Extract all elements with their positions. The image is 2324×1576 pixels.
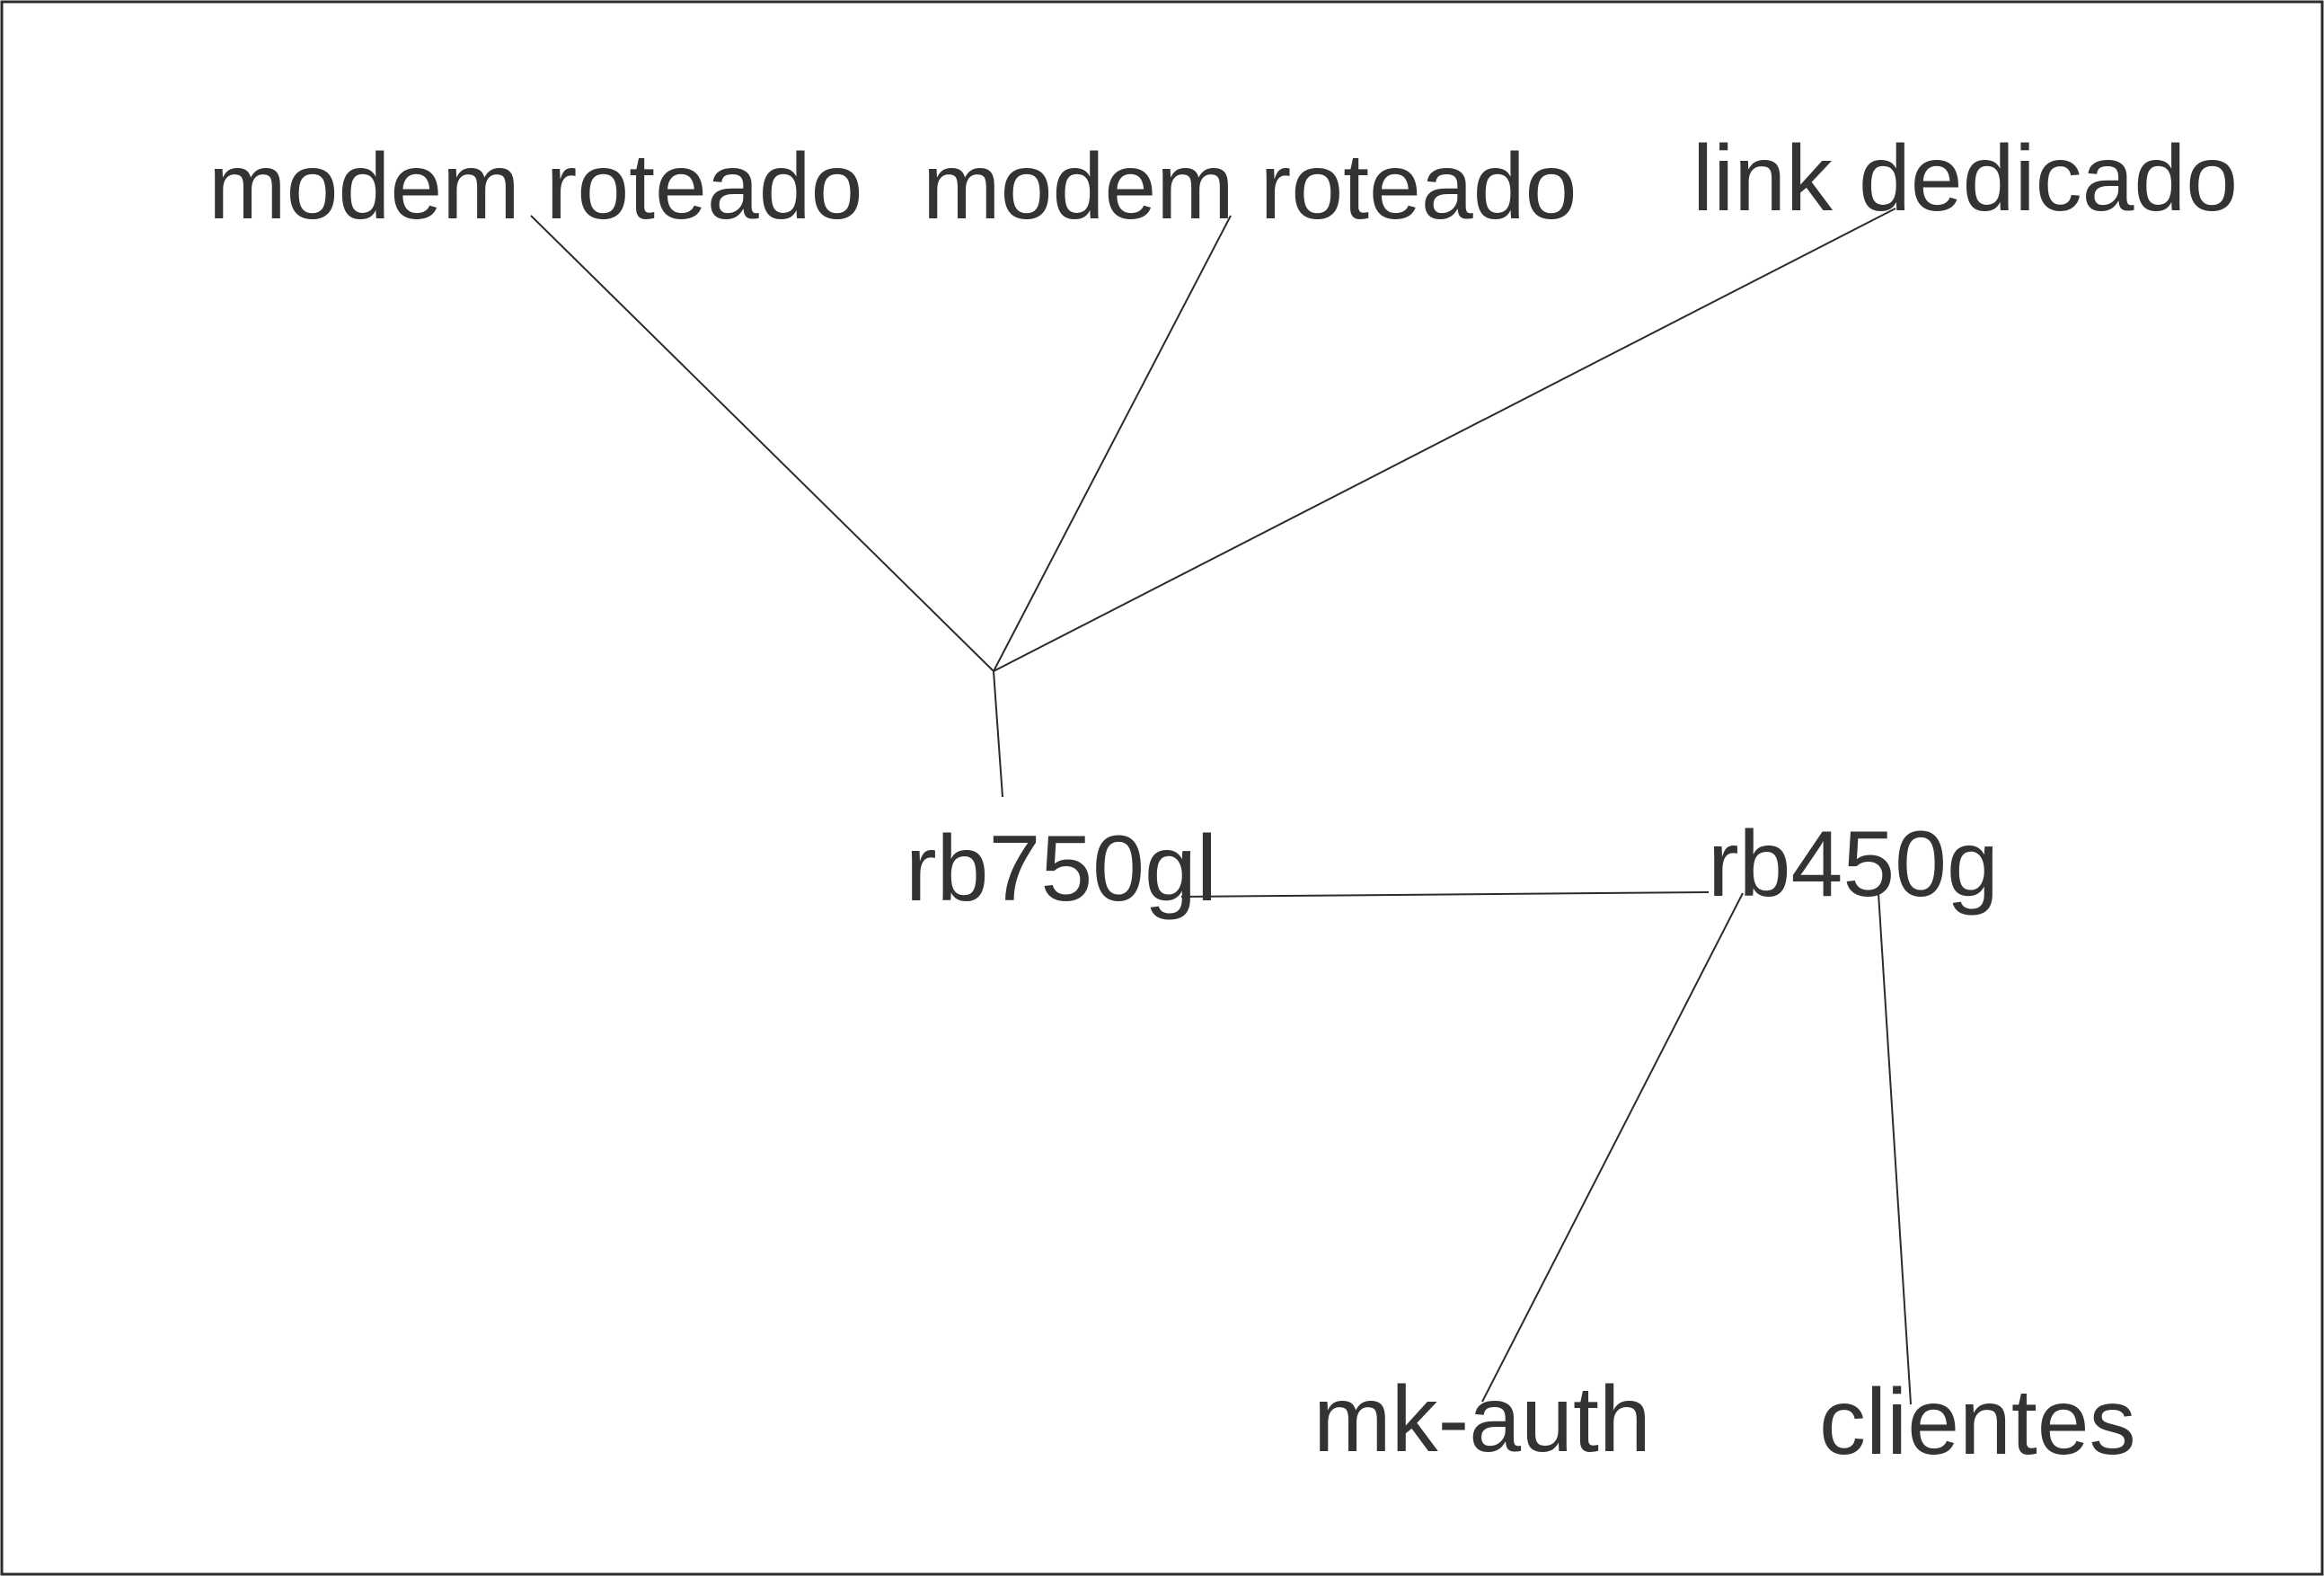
- node-rb750gl: rb750gl: [906, 817, 1217, 921]
- edge-rb750gl-to-rb450g: [1180, 891, 1710, 898]
- edge-rb450g-to-mk-auth: [1481, 892, 1744, 1403]
- node-modem-roteado-center: modem roteado: [923, 135, 1577, 239]
- node-clientes: clientes: [1819, 1370, 2136, 1474]
- edge-modem-center-to-junction: [993, 215, 1232, 672]
- node-link-dedicado: link dedicado: [1692, 127, 2238, 231]
- edge-rb450g-to-clientes: [1878, 892, 1912, 1405]
- node-rb450g: rb450g: [1708, 812, 1999, 916]
- node-modem-roteado-left: modem roteado: [208, 135, 862, 239]
- edge-link-dedicado-to-junction: [993, 208, 1896, 672]
- edge-modem-left-to-junction: [530, 215, 994, 672]
- node-mk-auth: mk-auth: [1313, 1368, 1651, 1472]
- edge-junction-to-rb750gl: [993, 670, 1003, 798]
